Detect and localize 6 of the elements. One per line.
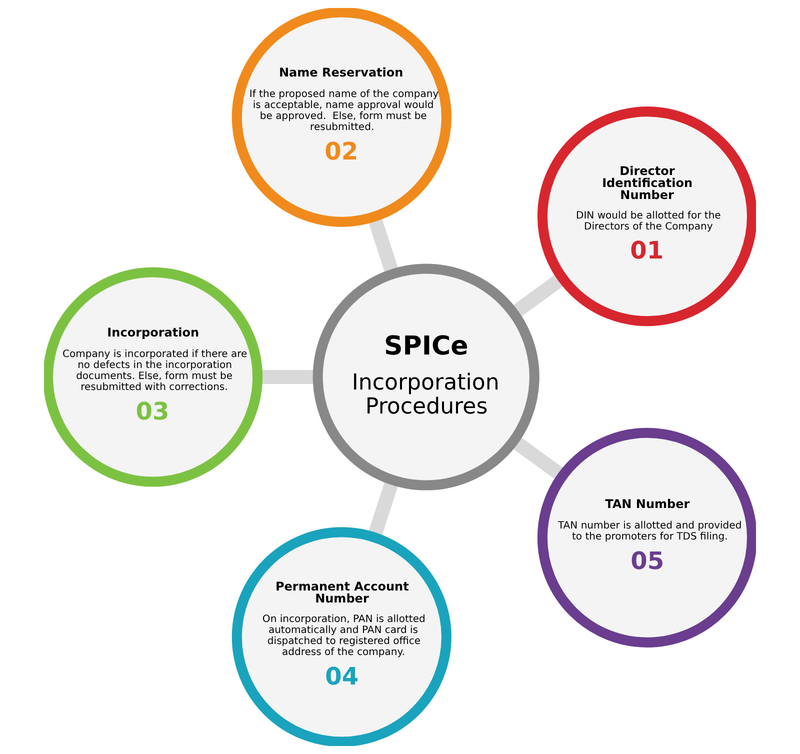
node-circle: Director Identification Number DIN would be allotted for the Directors of the Company 01 xyxy=(537,106,756,326)
node-circle: TAN Number TAN number is allotted and provided to the promoters for TDS filing. 05 xyxy=(537,428,756,648)
node-circle: Name Reservation If the proposed name of the company is acceptable, name approval would be approved. Else, form must be resubmitted. 02 xyxy=(232,8,452,227)
node-circle: Incorporation Company is incorporated if there are no defects in the incorporation documents. Else, form must be resubmitted with corrections. 03 xyxy=(44,267,263,487)
node-circle: Permanent Account Number On incorporation, PAN is allotted automatically and PAN card is dispatched to registered office address of the company. 04 xyxy=(232,527,452,746)
node-circle: SPICe Incorporation Procedures xyxy=(312,264,540,490)
